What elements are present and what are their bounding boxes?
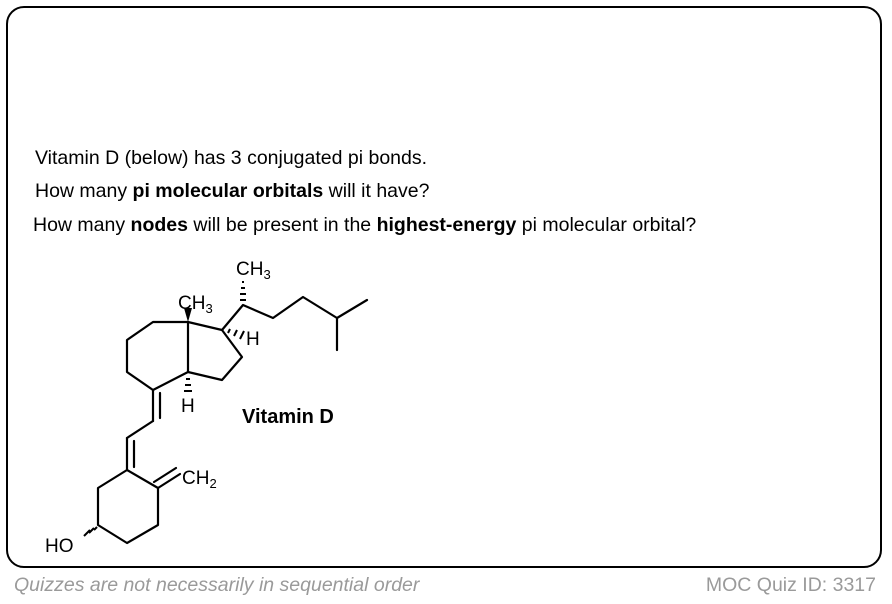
- ch3-ring-label: CH3: [178, 293, 213, 316]
- h-upper-label: H: [246, 329, 260, 350]
- molecule-name: Vitamin D: [242, 406, 334, 428]
- bond-lines: [96, 295, 369, 545]
- methyl-wedge-bond: [184, 308, 192, 322]
- footer-note: Quizzes are not necessarily in sequentia…: [14, 574, 420, 596]
- question-line-1: Vitamin D (below) has 3 conjugated pi bo…: [35, 147, 428, 169]
- question-line-2: How many pi molecular orbitals will it h…: [35, 180, 430, 202]
- h-lower-label: H: [181, 396, 195, 417]
- question-line-3: How many nodes will be present in the hi…: [33, 214, 697, 236]
- ch2-label: CH2: [182, 468, 217, 491]
- ch3-top-label: CH3: [236, 259, 271, 282]
- quiz-id: MOC Quiz ID: 3317: [705, 574, 876, 596]
- hashed-bonds: [83, 281, 246, 537]
- quiz-card: [6, 6, 882, 568]
- ho-label: HO: [45, 536, 74, 557]
